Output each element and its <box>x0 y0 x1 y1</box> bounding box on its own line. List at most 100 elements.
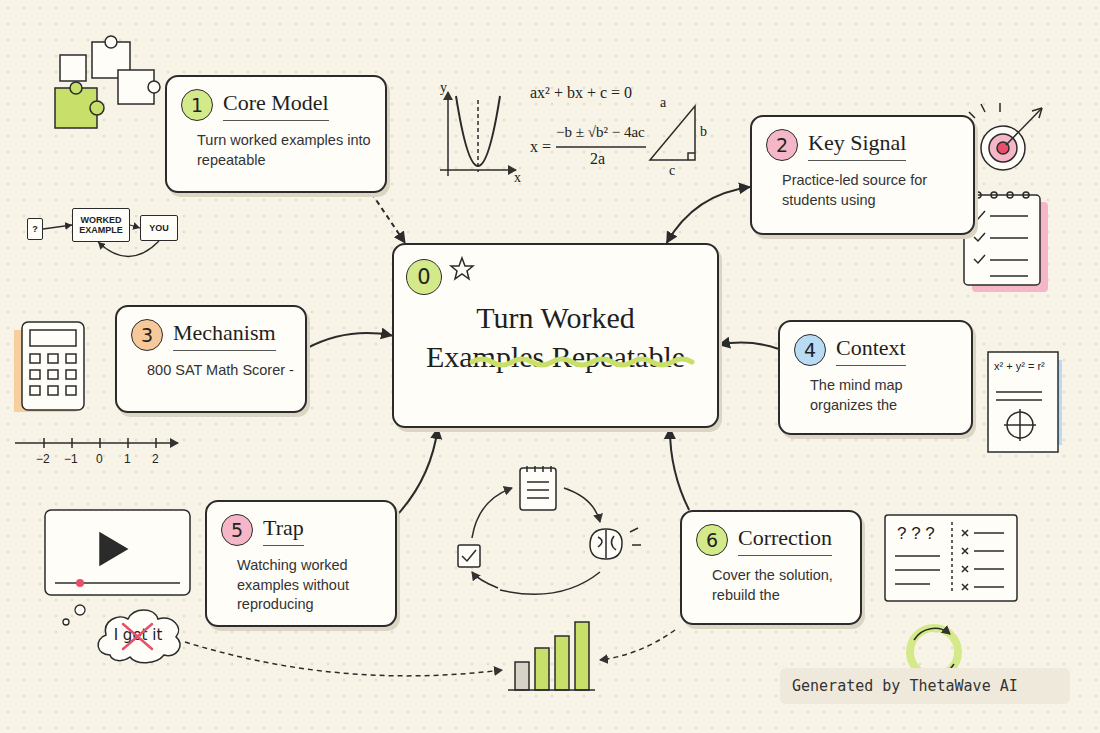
annotation: a <box>660 95 666 111</box>
topic-card: 5TrapWatching worked examples without re… <box>205 500 397 627</box>
callout-number: 1 <box>181 89 213 121</box>
card-header: 6Correction <box>696 524 850 556</box>
connector-arrow <box>307 333 392 348</box>
annotation: x = <box>530 138 551 156</box>
card-body: 800 SAT Math Scorer - <box>131 361 295 381</box>
connector-arrow <box>667 187 750 243</box>
target <box>969 103 1042 170</box>
circle-paper <box>1004 409 1036 441</box>
bar-chart <box>575 622 589 690</box>
video-player <box>45 510 190 595</box>
topic-card: 3 Mechanism 800 SAT Math Scorer - <box>115 305 307 413</box>
callout-number: 4 <box>794 334 826 366</box>
connector-arrow <box>130 225 140 228</box>
calculator <box>66 386 76 395</box>
topic-card: 6CorrectionCover the solution, rebuild t… <box>680 510 862 625</box>
parabola-graph <box>556 146 646 148</box>
calculator <box>66 354 76 363</box>
card-header: 2Key Signal <box>766 129 963 161</box>
puzzle-pieces <box>105 36 117 48</box>
number-line <box>15 442 178 444</box>
card-heading: Core Model <box>223 90 329 121</box>
card-header: 1 Core Model <box>181 89 375 121</box>
video-player <box>45 510 190 595</box>
connector-arrow <box>397 428 438 515</box>
card-heading: Key Signal <box>808 130 906 161</box>
annotation: 2 <box>152 452 159 466</box>
dashed-arrows <box>600 630 675 660</box>
study-cycle <box>458 545 480 567</box>
study-cycle <box>462 550 476 561</box>
wavy-underline <box>472 359 692 365</box>
annotation: c <box>669 163 675 179</box>
central-title: Turn Worked Examples Repeatable <box>420 298 692 376</box>
card-body: Practice-led source for students using <box>766 171 963 210</box>
calculator <box>30 370 40 379</box>
video-player <box>55 582 180 584</box>
number-line <box>44 438 156 448</box>
topic-card: 4ContextThe mind map organizes the <box>778 320 973 435</box>
annotation: 2a <box>590 150 605 168</box>
mini-box: WORKED EXAMPLE <box>72 208 130 242</box>
error-paper <box>885 515 1017 601</box>
box-text: YOU <box>149 223 169 233</box>
annotation: b <box>700 124 707 140</box>
cross-out <box>123 624 152 649</box>
cross-out <box>123 624 152 649</box>
error-paper <box>951 522 953 594</box>
connector-arrow <box>371 193 405 243</box>
mini-box: YOU <box>140 215 178 241</box>
annotation: −b ± √b² − 4ac <box>556 124 645 141</box>
star <box>451 258 473 279</box>
connector-arrow <box>43 225 72 229</box>
study-cycle <box>472 572 498 588</box>
thought-bubbles <box>75 605 85 615</box>
study-cycle <box>527 466 551 498</box>
callout-number: 0 <box>406 259 442 295</box>
study-cycle <box>598 530 616 558</box>
error-paper <box>885 515 1017 601</box>
checklist-notebook <box>1007 192 1013 198</box>
dashed-arrows <box>185 642 502 676</box>
box-text: WORKED EXAMPLE <box>73 215 129 236</box>
calculator <box>30 354 40 363</box>
calculator <box>66 370 76 379</box>
puzzle-pieces <box>148 81 160 93</box>
checklist-notebook <box>975 192 981 198</box>
checklist-notebook <box>991 192 997 198</box>
card-heading: Mechanism <box>173 320 276 351</box>
annotation: −1 <box>64 452 78 466</box>
connector-arrow <box>719 343 778 349</box>
study-cycle <box>458 466 641 594</box>
circle-paper <box>988 352 1062 452</box>
bar-chart <box>508 689 595 691</box>
puzzle-pieces <box>70 82 82 94</box>
video-player <box>100 533 127 565</box>
target <box>1032 108 1042 118</box>
card-body: Watching worked examples without reprodu… <box>221 556 385 615</box>
study-cycle <box>564 488 600 522</box>
mini-box: ? <box>27 218 43 240</box>
annotation: −2 <box>36 452 50 466</box>
card-heading: Trap <box>263 515 304 546</box>
calculator <box>48 354 58 363</box>
study-cycle <box>472 488 512 538</box>
annotation: x² + y² = r² <box>994 360 1045 372</box>
annotation: 0 <box>96 452 103 466</box>
annotation: x <box>514 170 521 186</box>
bar-chart <box>555 636 569 690</box>
annotation: y <box>440 80 447 96</box>
triangle <box>650 106 695 160</box>
box-text: ? <box>32 224 38 234</box>
bar-chart <box>515 662 529 690</box>
thought-bubbles <box>63 619 69 625</box>
callout-number: 3 <box>131 319 163 351</box>
parabola-graph <box>477 100 479 172</box>
calculator <box>14 322 84 412</box>
calculator <box>30 330 76 346</box>
puzzle-pieces <box>90 101 104 115</box>
thought-bubbles <box>63 605 85 625</box>
thought-cloud: I get it <box>92 605 184 665</box>
study-cycle <box>500 572 600 594</box>
